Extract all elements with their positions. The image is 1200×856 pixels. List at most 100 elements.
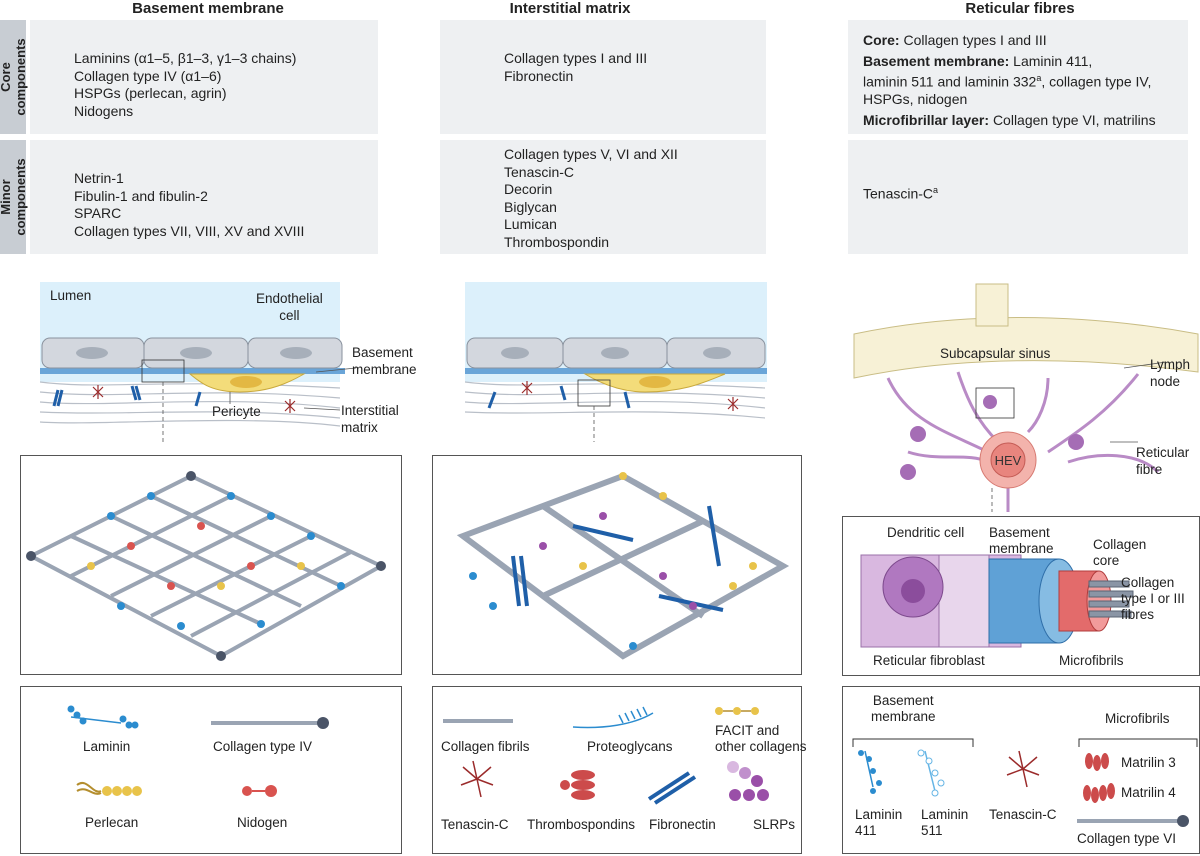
microfibrils-label: Microfibrils — [1059, 653, 1124, 668]
basement-membrane-layer — [40, 368, 345, 374]
subcapsular-sinus — [853, 317, 1199, 379]
core-box-interstitial: Collagen types I and III Fibronectin — [440, 20, 766, 134]
legend-reticular-icons — [852, 738, 1198, 827]
rf-label-line: Reticular — [1136, 445, 1190, 460]
core-text: Collagen types I and III — [903, 32, 1047, 48]
network-dot — [376, 561, 386, 571]
basement-zoom-panel — [20, 455, 402, 675]
core-basement-item: Laminins (α1–5, β1–3, γ1–3 chains) — [74, 50, 297, 66]
network-dot — [689, 602, 697, 610]
network-dot — [659, 492, 667, 500]
legend-microfibrils-heading: Microfibrils — [1105, 711, 1170, 726]
ci-line: fibres — [1121, 607, 1155, 622]
collagen-iv-icon — [211, 717, 329, 729]
interstitial-tissue-illustration — [465, 282, 767, 442]
network-dots — [469, 472, 757, 650]
reticular-zoom-panel: Dendritic cell Basement membrane Collage… — [842, 516, 1200, 676]
legend-reticular: Basement membrane Microfibrils Laminin 4… — [842, 686, 1200, 854]
legend-facit: FACIT and other collagens — [715, 723, 807, 755]
bm-text: laminin 511 and laminin 332 — [863, 73, 1037, 90]
slrp-icon — [727, 761, 769, 801]
reticular-fibroblast-label: Reticular fibroblast — [873, 653, 985, 668]
collagen-core-label: Collagen core — [1093, 537, 1146, 569]
ci-line: Collagen — [1121, 575, 1175, 590]
nucleus — [501, 347, 529, 359]
fibronectin-bars — [511, 505, 724, 612]
collagen-fibrils — [456, 472, 790, 660]
legend-matrilin-4: Matrilin 4 — [1121, 785, 1176, 800]
laminin-511-icon — [917, 749, 945, 797]
bm-heading-line: Basement — [872, 693, 934, 708]
fib-bm-label: Basement membrane — [989, 525, 1054, 557]
network-dot — [117, 602, 125, 610]
network-dot — [197, 522, 205, 530]
network-dot — [539, 542, 547, 550]
interstitial-fibres — [465, 381, 766, 419]
minor-interstitial-item: Collagen types V, VI and XII — [504, 146, 678, 162]
row-label-core-text: Core components — [0, 38, 28, 116]
zoom-box — [975, 387, 1015, 419]
network-dot — [619, 472, 627, 480]
network-dot — [307, 532, 315, 540]
legend-collagen-vi: Collagen type VI — [1077, 831, 1177, 846]
footnote-marker: a — [933, 185, 939, 195]
basement-membrane-layer — [465, 368, 767, 374]
ci-line: type I or III — [1121, 591, 1185, 606]
network-dot — [227, 492, 235, 500]
core-interstitial-item: Fibronectin — [504, 67, 574, 84]
laminin-icon — [67, 705, 139, 729]
network-dot — [186, 471, 196, 481]
minor-reticular-item: Tenascin-C — [863, 185, 934, 202]
core-label: Core: — [863, 32, 900, 48]
minor-basement-item: Netrin-1 — [74, 170, 124, 186]
fibronectin-marks — [487, 385, 631, 409]
matrilin-3-icon — [1085, 753, 1109, 771]
core-box-basement: Laminins (α1–5, β1–3, γ1–3 chains) Colla… — [30, 20, 378, 134]
bm-label: Basement membrane: — [863, 52, 1010, 69]
legend-tenascin-c: Tenascin-C — [989, 807, 1057, 822]
column-header-reticular: Reticular fibres — [965, 0, 1075, 17]
mf-text: Collagen type VI, matrilins — [992, 111, 1156, 128]
legend-interstitial: Collagen fibrils Proteoglycans FACIT and… — [432, 686, 807, 854]
mf-bracket — [1078, 738, 1198, 747]
legend-matrilin-3: Matrilin 3 — [1121, 755, 1176, 770]
basement-membrane-label: Basement membrane — [352, 344, 417, 378]
hev-inner — [990, 442, 1026, 478]
fibronectin-icon — [647, 771, 697, 805]
legend-basement-icons — [67, 705, 329, 797]
lam511-line: Laminin — [921, 807, 969, 822]
core-line: core — [1093, 553, 1120, 568]
core-interstitial-item: Collagen types I and III — [504, 50, 648, 66]
legend-thrombospondins: Thrombospondins — [527, 817, 636, 832]
network-dot — [167, 582, 175, 590]
nucleus — [280, 347, 312, 359]
network-dot — [177, 622, 185, 630]
network-dot — [659, 572, 667, 580]
matrilin-4-icon — [1083, 783, 1115, 803]
legend-laminin: Laminin — [83, 739, 131, 754]
lymph-label-line: node — [1150, 374, 1181, 389]
core-basement-item: Nidogens — [74, 102, 134, 119]
endothelial-label-line: Endothelial — [256, 291, 323, 306]
legend-basement: Laminin Collagen type IV Perlecan Nidoge… — [20, 686, 402, 854]
network-dot — [26, 551, 36, 561]
network-dot — [257, 620, 265, 628]
minor-interstitial-item: Lumican — [504, 216, 557, 232]
network-dot — [629, 642, 637, 650]
laminin-411-icon — [858, 750, 882, 794]
collagen-vi-icon — [1077, 815, 1189, 827]
legend-collagen-fibrils: Collagen fibrils — [441, 739, 530, 754]
lymph-node-label: Lymph node — [1150, 356, 1190, 390]
pointer-line — [303, 407, 341, 411]
column-header-interstitial: Interstitial matrix — [509, 0, 631, 17]
network-dot — [599, 512, 607, 520]
legend-nidogen: Nidogen — [237, 815, 288, 830]
endothelial-label: Endothelial cell — [256, 290, 323, 324]
legend-collagen-iv: Collagen type IV — [213, 739, 313, 754]
legend-proteoglycans: Proteoglycans — [587, 739, 673, 754]
nidogen-icon — [242, 785, 277, 797]
bm-text: , collagen type IV, — [1041, 73, 1152, 90]
tenascin-icon — [460, 760, 494, 798]
facit-icon — [715, 707, 759, 715]
proteoglycan-icon — [572, 706, 654, 729]
